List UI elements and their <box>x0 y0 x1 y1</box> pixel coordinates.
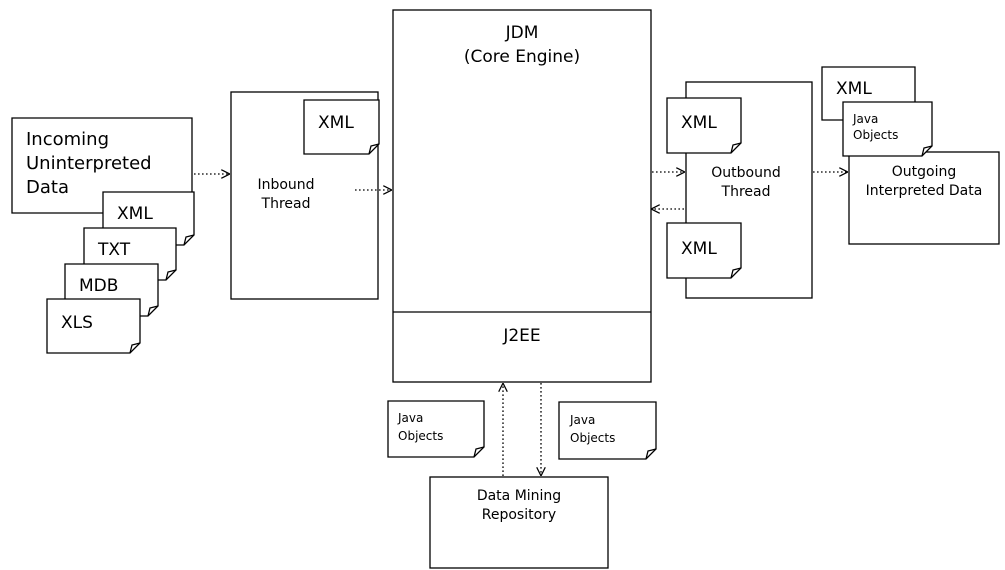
java-objects-doc-down <box>558 401 657 460</box>
outbound-xml-doc-top <box>666 97 742 154</box>
inbound-label-line1: Inbound <box>257 177 314 193</box>
incoming-label-line2: Uninterpreted <box>26 153 152 174</box>
repository-label-line1: Data Mining <box>477 488 561 504</box>
incoming-label-line1: Incoming <box>26 129 109 150</box>
jdm-engine-group: JDM (Core Engine) J2EE <box>392 9 652 383</box>
incoming-label-line3: Data <box>26 177 69 198</box>
inbound-xml-doc <box>303 99 380 155</box>
xls-input-doc <box>46 298 141 354</box>
repository-group: Java Objects Java Objects Data Mining Re… <box>387 400 657 569</box>
java-objects-doc-up <box>387 400 485 458</box>
inbound-xml-label: XML <box>318 113 354 133</box>
java-objects-down-line2: Objects <box>570 431 615 445</box>
xls-input-label: XLS <box>61 313 93 333</box>
outgoing-data-group: XML Java Objects Outgoing Interpreted Da… <box>821 66 1000 245</box>
outbound-thread-group: XML XML Outbound Thread <box>666 81 813 299</box>
outbound-xml-doc-bottom <box>666 222 742 279</box>
outbound-label-line1: Outbound <box>711 165 780 181</box>
j2ee-label: J2EE <box>502 326 540 346</box>
repository-label-line2: Repository <box>482 507 556 523</box>
jdm-core-engine-box <box>392 9 652 383</box>
jdm-title: JDM <box>505 23 539 43</box>
connectors <box>194 172 847 476</box>
jdm-subtitle: (Core Engine) <box>464 47 580 67</box>
data-mining-repository-box <box>429 476 609 569</box>
incoming-data-group: Incoming Uninterpreted Data XML TXT MDB … <box>11 117 195 354</box>
outbound-xml-top-label: XML <box>681 113 717 133</box>
outgoing-label-line1: Outgoing <box>892 164 956 180</box>
outgoing-data-box <box>848 151 1000 245</box>
txt-input-label: TXT <box>97 240 131 260</box>
outgoing-xml-label: XML <box>836 79 872 99</box>
java-objects-down-line1: Java <box>569 413 595 427</box>
outbound-xml-bottom-label: XML <box>681 239 717 259</box>
outbound-label-line2: Thread <box>721 184 771 200</box>
xml-input-label: XML <box>117 204 153 224</box>
mdb-input-label: MDB <box>79 276 118 296</box>
java-objects-up-line1: Java <box>397 411 423 425</box>
inbound-thread-group: XML Inbound Thread <box>230 91 380 300</box>
outgoing-java-label-line2: Objects <box>853 128 898 142</box>
java-objects-up-line2: Objects <box>398 429 443 443</box>
inbound-label-line2: Thread <box>261 196 311 212</box>
outgoing-java-label-line1: Java <box>852 112 878 126</box>
outgoing-label-line2: Interpreted Data <box>866 183 983 199</box>
outgoing-java-objects-doc <box>842 101 933 157</box>
